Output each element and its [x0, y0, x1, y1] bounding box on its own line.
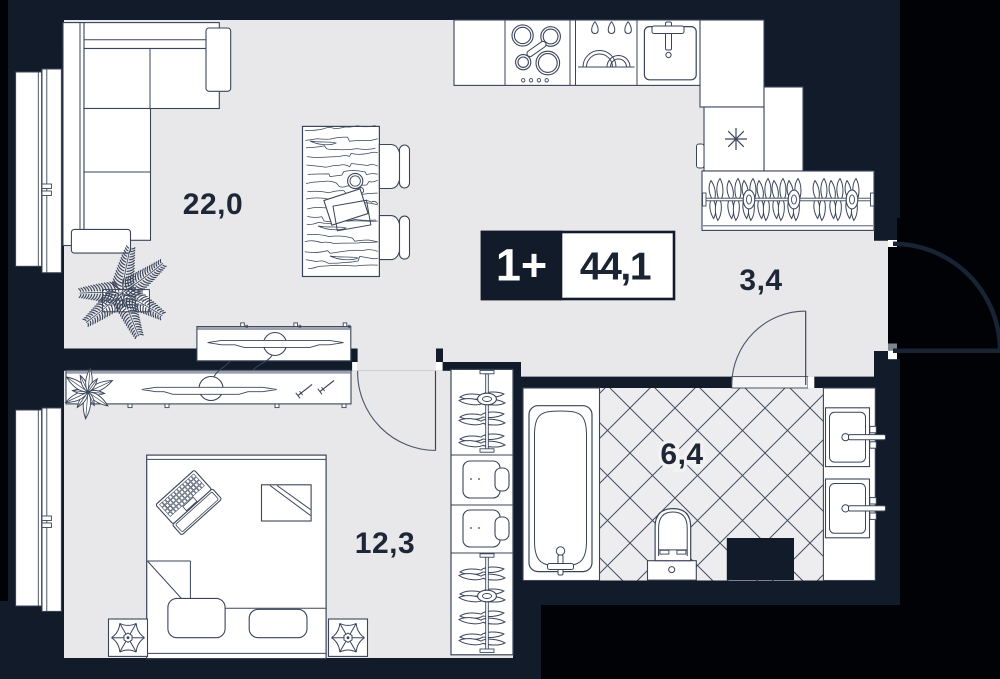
svg-text:22,0: 22,0: [183, 188, 243, 221]
svg-text:6,4: 6,4: [660, 438, 703, 471]
svg-text:12,3: 12,3: [355, 527, 415, 560]
svg-text:3,4: 3,4: [739, 264, 782, 297]
svg-text:1+: 1+: [496, 240, 547, 291]
svg-text:44,1: 44,1: [580, 245, 651, 288]
